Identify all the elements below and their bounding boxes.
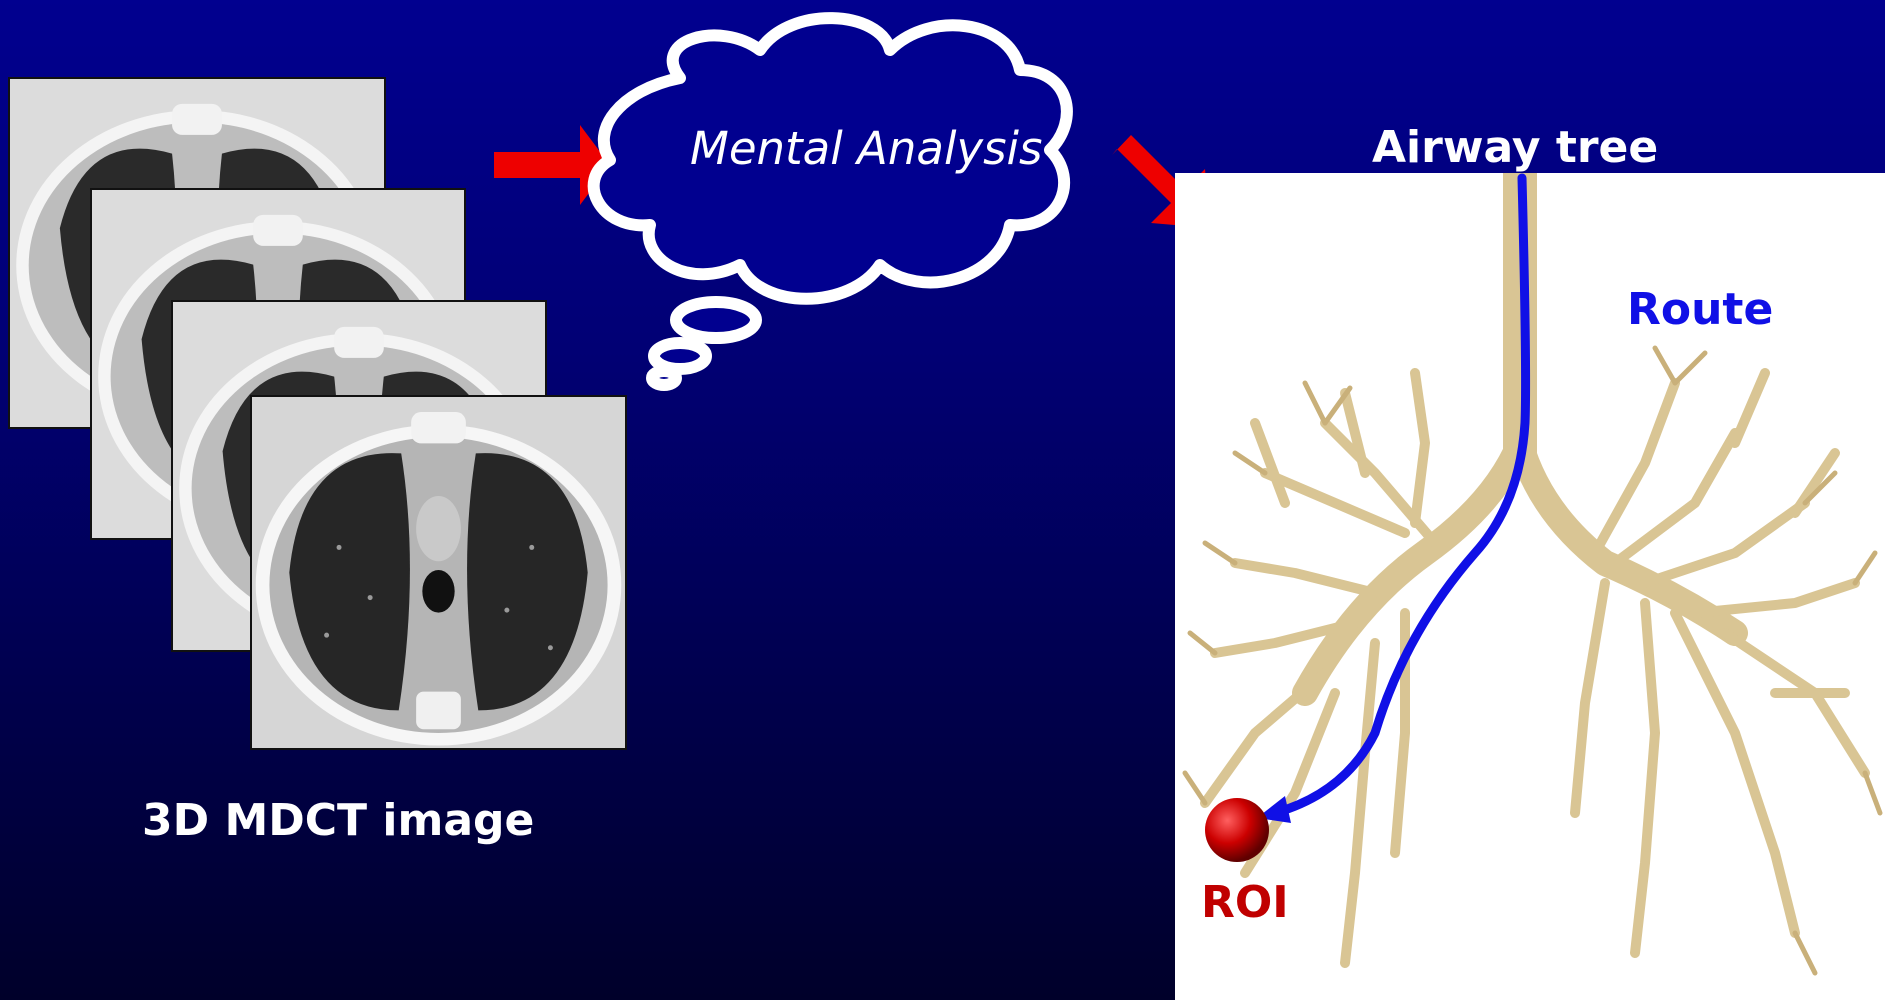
airway-tree-title: Airway tree — [1372, 122, 1658, 173]
roi-label: ROI — [1201, 877, 1289, 928]
right-arrow-icon — [494, 125, 610, 205]
airway-branches — [1185, 173, 1880, 973]
ct-slice-4 — [250, 395, 627, 750]
thought-text: Mental Analysis — [690, 122, 1042, 175]
ct-stack-caption: 3D MDCT image — [142, 795, 534, 846]
roi-sphere-icon — [1205, 798, 1269, 862]
thought-cloud-icon — [594, 18, 1067, 385]
airway-tree-render — [1175, 173, 1885, 1000]
airway-tree-panel — [1175, 173, 1885, 1000]
route-label: Route — [1627, 284, 1773, 335]
